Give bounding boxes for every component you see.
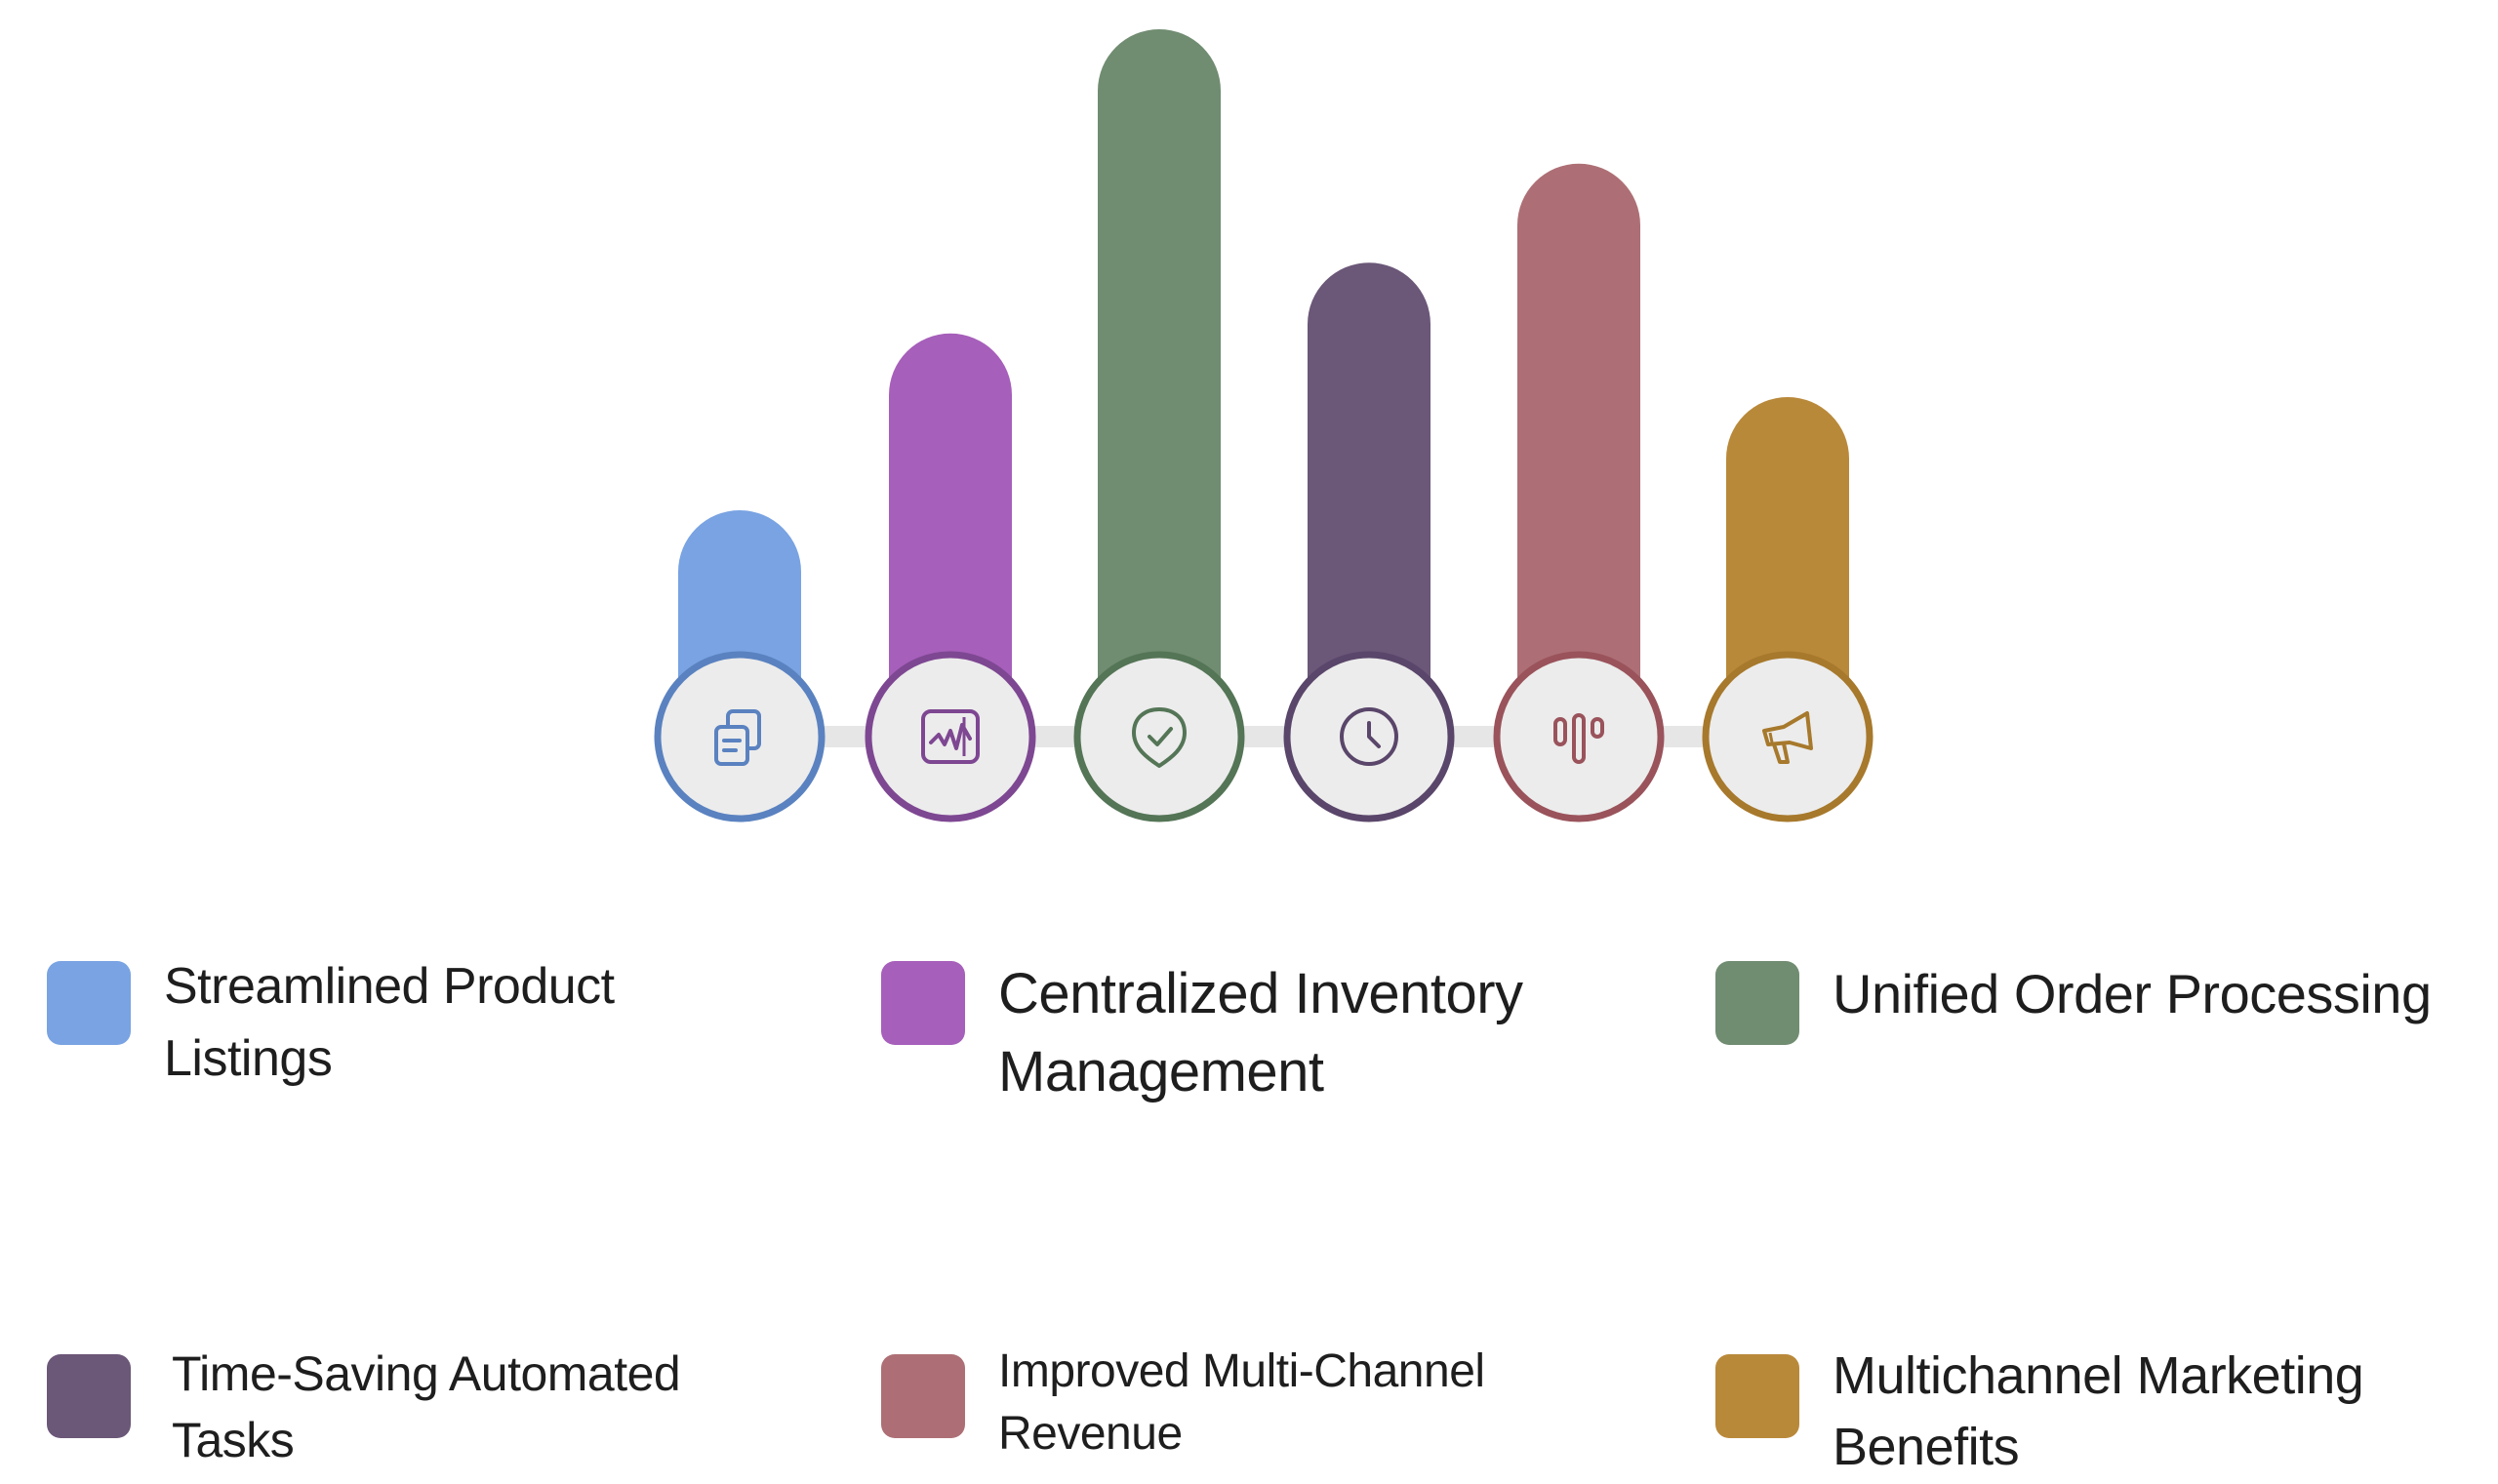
node-circle (1493, 651, 1665, 822)
documents-icon (714, 709, 761, 766)
legend-swatch (881, 961, 965, 1045)
legend-item-improved-multi-channel-revenue: Improved Multi-Channel Revenue (881, 1345, 1662, 1466)
legend-swatch (1715, 961, 1799, 1045)
legend-label: Unified Order Processing (1833, 963, 2432, 1024)
node-3 (1073, 651, 1245, 822)
node-circle (1702, 651, 1874, 822)
node-circle (1073, 651, 1245, 822)
legend-item-multichannel-marketing-benefits: Multichannel Marketing Benefits (1715, 1346, 2496, 1484)
bar-5 (1517, 163, 1640, 737)
legend-swatch (881, 1354, 965, 1438)
legend-label: Time-Saving Automated Tasks (172, 1346, 681, 1467)
legend-label: Improved Multi-Channel Revenue (998, 1345, 1485, 1461)
legend-label: Streamlined Product Listings (164, 958, 615, 1087)
node-6 (1702, 651, 1874, 822)
bar-4 (1308, 262, 1430, 737)
bar-6 (1726, 397, 1849, 737)
legend-swatch (47, 1354, 131, 1438)
bars-icon (1553, 713, 1604, 764)
legend-item-centralized-inventory-management: Centralized Inventory Management (881, 961, 1681, 1111)
node-5 (1493, 651, 1665, 822)
legend-label: Centralized Inventory Management (998, 962, 1523, 1104)
legend-item-streamlined-product-listings: Streamlined Product Listings (47, 958, 788, 1096)
bar-2 (889, 333, 1012, 737)
megaphone-icon (1762, 711, 1813, 764)
bar-3 (1098, 29, 1221, 737)
node-2 (865, 651, 1036, 822)
node-4 (1283, 651, 1455, 822)
legend-item-time-saving-automated-tasks: Time-Saving Automated Tasks (47, 1346, 818, 1473)
legend-swatch (1715, 1354, 1799, 1438)
legend-label: Multichannel Marketing Benefits (1833, 1346, 2364, 1477)
legend-item-unified-order-processing: Unified Order Processing (1715, 961, 2496, 1045)
shield-check-icon (1132, 707, 1187, 768)
monitor-graph-icon (921, 709, 980, 764)
legend-swatch (47, 961, 131, 1045)
clock-icon (1340, 707, 1398, 766)
node-1 (654, 651, 826, 822)
